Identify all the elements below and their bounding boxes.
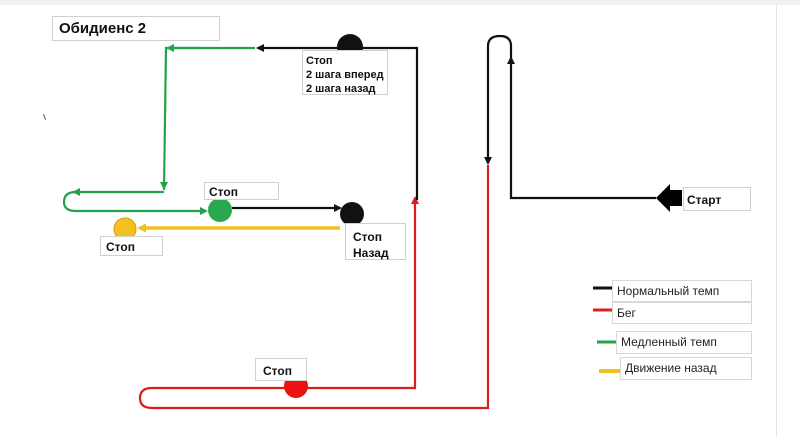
legend-normal-pace: Нормальный темп (612, 280, 752, 302)
top-border (0, 0, 800, 5)
stop-marker-green (208, 198, 232, 222)
legend-backward: Движение назад (620, 357, 752, 380)
label-start: Старт (683, 187, 751, 211)
label-stop-red: Стоп (255, 358, 307, 381)
right-border (776, 5, 777, 436)
route-slow-uturn (62, 190, 208, 215)
diagram-title: Обидиенс 2 (52, 16, 220, 41)
route-normal-top (256, 44, 419, 200)
route-hairpin (484, 34, 513, 165)
label-stop-yellow: Стоп (100, 236, 163, 256)
start-arrow-icon (656, 184, 682, 212)
route-slow-top (162, 46, 255, 191)
label-stop-back: Стоп Назад (345, 223, 406, 260)
route-run-down (138, 165, 490, 410)
label-stop-green: Стоп (204, 182, 279, 200)
legend-run: Бег (612, 302, 752, 324)
label-stop-forward-back: Стоп 2 шага вперед 2 шага назад (302, 50, 388, 95)
legend-slow-pace: Медленный темп (616, 331, 752, 354)
route-start-segment (507, 56, 656, 200)
stop-marker-black (340, 202, 364, 226)
